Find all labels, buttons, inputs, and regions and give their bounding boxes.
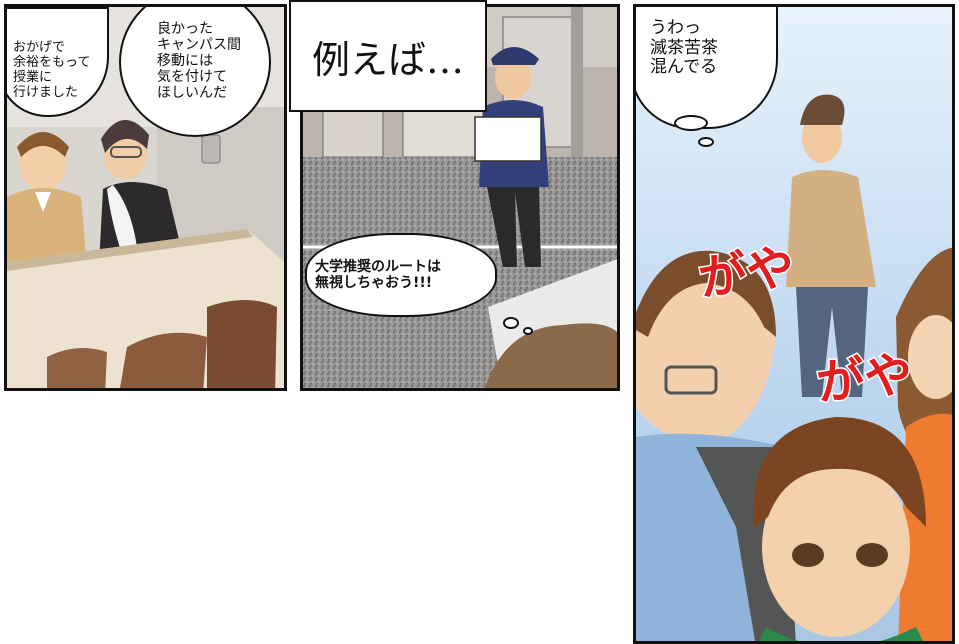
thought-bubble-route: 大学推奨のルートは 無視しちゃおう!!!: [305, 233, 497, 317]
caption-text: 例えば…: [311, 37, 464, 82]
thought-dot-small: [698, 137, 714, 147]
thought-dot-large: [674, 115, 708, 131]
speech-text-left: おかげで 余裕をもって 授業に 行けました: [13, 40, 91, 100]
thought-dot-small: [523, 327, 533, 335]
panel-crowd: うわっ 滅茶苦茶 混んでる がや がや: [633, 4, 955, 644]
thought-dot-large: [503, 317, 519, 329]
speech-text-right: 良かった キャンパス間 移動には 気を付けて ほしいんだ: [157, 21, 241, 102]
sfx-gaya-bottom: がや: [812, 345, 916, 414]
thought-text-route: 大学推奨のルートは 無視しちゃおう!!!: [315, 259, 441, 292]
panel-office: おかげで 余裕をもって 授業に 行けました 良かった キャンパス間 移動には 気…: [4, 4, 287, 391]
thought-text-crowded: うわっ 滅茶苦茶 混んでる: [650, 18, 718, 78]
speech-bubble-left: おかげで 余裕をもって 授業に 行けました: [7, 7, 109, 117]
thought-bubble-crowded: うわっ 滅茶苦茶 混んでる: [636, 7, 778, 129]
narration-caption: 例えば…: [289, 0, 487, 112]
sfx-gaya-top: がや: [694, 237, 800, 309]
speech-bubble-right: 良かった キャンパス間 移動には 気を付けて ほしいんだ: [119, 7, 271, 137]
